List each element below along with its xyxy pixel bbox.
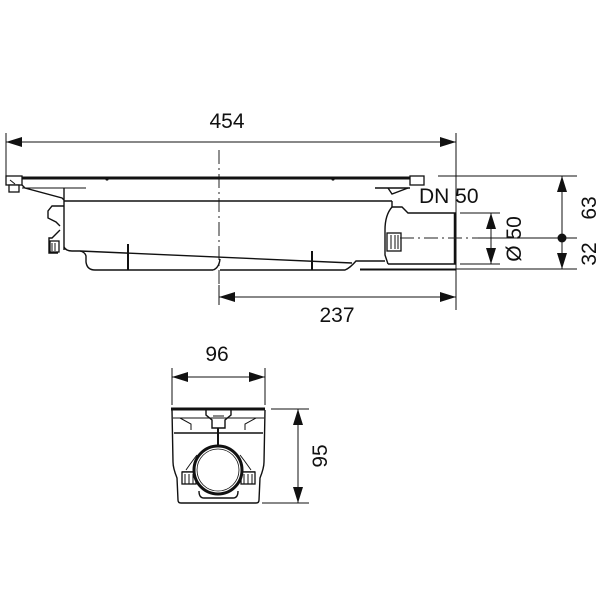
dimension-overall-length: 454 [5,110,457,310]
dimension-label-overall-length: 454 [209,110,244,133]
dimension-label-outlet-diameter: Ø 50 [503,216,526,262]
dimension-label-height: 95 [309,444,332,467]
dimension-outlet-diameter: Ø 50 [460,212,526,265]
dimension-outlet-offset: 237 [218,285,456,327]
outlet-pipe-section [192,444,244,496]
outlet-size-label: DN 50 [419,185,479,208]
dimension-heights: 63 32 [360,175,600,270]
dimension-label-width: 96 [205,343,228,366]
dimension-label-outlet-offset: 237 [319,304,354,327]
side-view: 454 [5,110,600,327]
drain-body [63,200,456,271]
dimension-width: 96 [171,343,266,405]
left-flange [21,184,86,254]
front-view: 96 [171,343,332,504]
outlet-spigot [375,187,478,265]
dimension-height: 95 [262,408,332,504]
front-body [171,407,266,504]
dimension-label-total-height: 63 [578,196,600,219]
cover-plate [5,175,425,193]
dimension-label-outlet-center-height: 32 [578,242,600,265]
